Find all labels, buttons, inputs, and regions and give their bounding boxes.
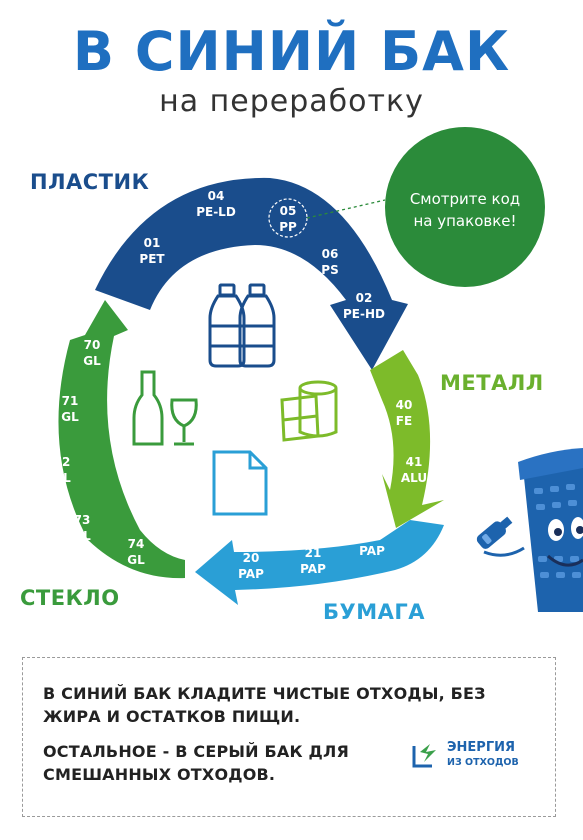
code-plastic-num-3: 06 bbox=[322, 247, 339, 261]
recycling-diagram: 01 PET 04 PE-LD 05 PP 06 PS 02 PE-HD 40 … bbox=[53, 127, 583, 612]
code-paper-num-0: 22 bbox=[364, 528, 381, 542]
code-glass-num-1: 71 bbox=[62, 394, 79, 408]
code-plastic-abbr-4: PE-HD bbox=[343, 307, 385, 321]
wine-glass-icon bbox=[170, 398, 198, 446]
code-glass-abbr-4: GL bbox=[127, 553, 145, 567]
category-plastic: ПЛАСТИК bbox=[30, 170, 150, 194]
code-plastic-abbr-2: PP bbox=[279, 220, 297, 234]
callout-pointer bbox=[306, 199, 386, 219]
cans-icon bbox=[280, 380, 338, 442]
plastic-arrow bbox=[95, 177, 408, 370]
code-metal-abbr-0: FE bbox=[396, 414, 412, 428]
notes-box: В СИНИЙ БАК КЛАДИТЕ ЧИСТЫЕ ОТХОДЫ, БЕЗ Ж… bbox=[22, 657, 556, 817]
code-plastic-abbr-0: PET bbox=[139, 252, 165, 266]
code-metal-num-0: 40 bbox=[396, 398, 413, 412]
callout-text: Смотрите код на упаковке! bbox=[385, 188, 545, 232]
code-plastic-num-1: 04 bbox=[208, 189, 225, 203]
code-glass-num-4: 74 bbox=[128, 537, 145, 551]
note-clean-waste: В СИНИЙ БАК КЛАДИТЕ ЧИСТЫЕ ОТХОДЫ, БЕЗ Ж… bbox=[43, 684, 486, 726]
code-paper-abbr-1: PAP bbox=[300, 562, 326, 576]
code-glass-abbr-3: GL bbox=[73, 529, 91, 543]
paper-arrow bbox=[195, 520, 444, 605]
code-glass-abbr-1: GL bbox=[61, 410, 79, 424]
bottles-icon bbox=[208, 283, 276, 368]
recycle-bin-icon bbox=[476, 448, 583, 612]
callout-line-2: на упаковке! bbox=[413, 212, 517, 230]
code-metal-abbr-1: ALU bbox=[401, 471, 427, 485]
note-mixed-waste: ОСТАЛЬНОЕ - В СЕРЫЙ БАК ДЛЯ СМЕШАННЫХ ОТ… bbox=[43, 742, 350, 784]
code-paper-abbr-2: PAP bbox=[238, 567, 264, 581]
code-plastic-num-4: 02 bbox=[356, 291, 373, 305]
paper-sheet-icon bbox=[212, 450, 268, 516]
code-paper-num-1: 21 bbox=[305, 546, 322, 560]
glass-arrow bbox=[58, 300, 186, 579]
code-glass-num-2: 72 bbox=[54, 455, 71, 469]
logo-title: ЭНЕРГИЯ bbox=[447, 740, 516, 755]
glass-bottle-icon bbox=[132, 370, 164, 446]
energy-logo-icon bbox=[412, 744, 436, 768]
code-plastic-abbr-1: PE-LD bbox=[196, 205, 236, 219]
code-glass-abbr-0: GL bbox=[83, 354, 101, 368]
code-plastic-num-0: 01 bbox=[144, 236, 161, 250]
callout-circle bbox=[385, 127, 545, 287]
code-paper-abbr-0: PAP bbox=[359, 544, 385, 558]
category-glass: СТЕКЛО bbox=[20, 586, 120, 610]
logo-subtitle: ИЗ ОТХОДОВ bbox=[447, 757, 519, 768]
category-paper: БУМАГА bbox=[323, 600, 425, 624]
code-metal-num-1: 41 bbox=[406, 455, 423, 469]
code-plastic-abbr-3: PS bbox=[321, 263, 338, 277]
code-glass-num-3: 73 bbox=[74, 513, 91, 527]
metal-arrow bbox=[370, 350, 444, 528]
code-glass-num-0: 70 bbox=[84, 338, 101, 352]
category-metal: МЕТАЛЛ bbox=[440, 371, 544, 395]
code-glass-abbr-2: GL bbox=[53, 471, 71, 485]
page-title: В СИНИЙ БАК bbox=[72, 20, 511, 83]
code-paper-num-2: 20 bbox=[243, 551, 260, 565]
page-subtitle: на переработку bbox=[159, 84, 424, 119]
code-plastic-num-2: 05 bbox=[280, 204, 297, 218]
callout-line-1: Смотрите код bbox=[409, 190, 521, 208]
